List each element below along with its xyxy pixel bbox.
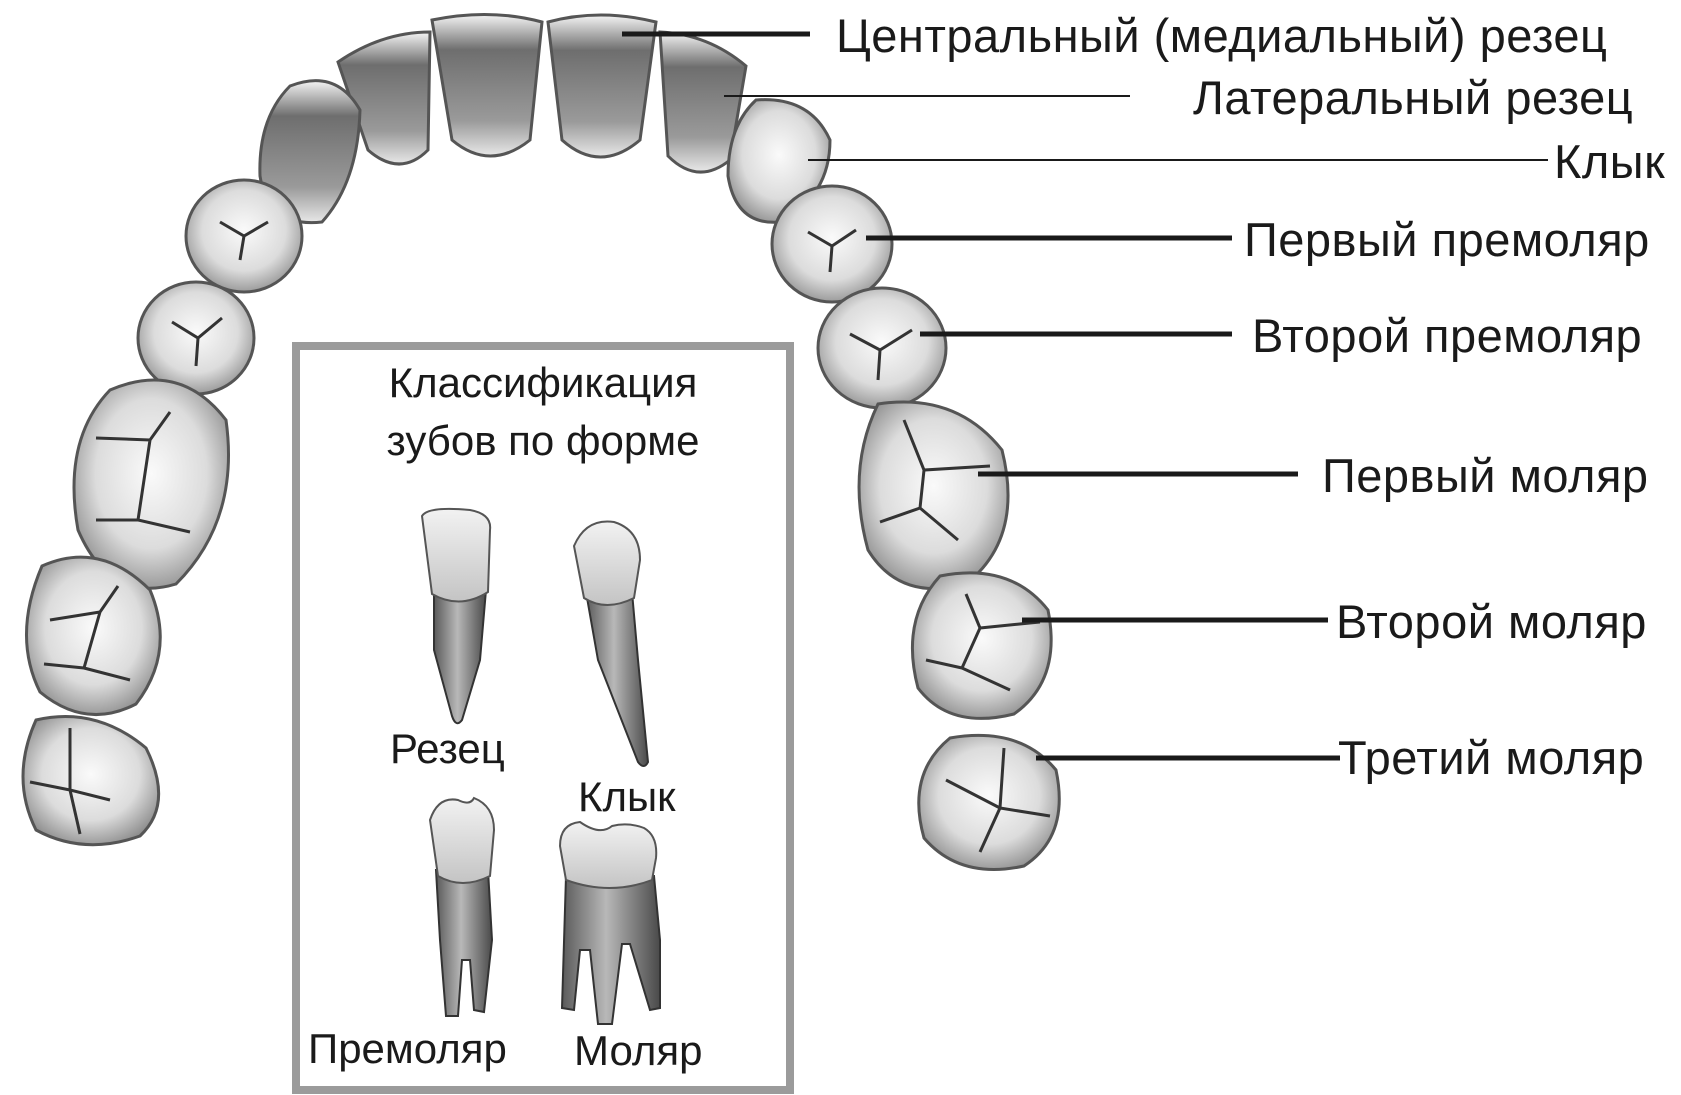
- label-lateral-incisor: Латеральный резец: [1193, 74, 1633, 121]
- premolar-label: Премоляр: [308, 1028, 507, 1070]
- molar-label: Моляр: [574, 1030, 703, 1072]
- label-second-molar: Второй моляр: [1336, 598, 1647, 645]
- canine-label: Клык: [578, 776, 676, 818]
- first-premolar-left: [186, 180, 302, 292]
- central-incisor-left: [432, 14, 542, 156]
- first-molar-right: [859, 402, 1008, 589]
- second-premolar-left: [138, 282, 254, 394]
- first-premolar-right: [772, 186, 892, 302]
- third-molar-left: [23, 717, 159, 845]
- panel-title-line1: Классификация: [300, 354, 786, 412]
- label-first-premolar: Первый премоляр: [1244, 216, 1650, 263]
- label-canine: Клык: [1554, 138, 1665, 185]
- label-second-premolar: Второй премоляр: [1252, 312, 1642, 359]
- panel-title-line2: зубов по форме: [300, 412, 786, 470]
- second-molar-left: [26, 557, 160, 714]
- second-premolar-right: [818, 288, 946, 408]
- label-central-incisor: Центральный (медиальный) резец: [836, 12, 1607, 59]
- molar-tooth-illustration: [560, 822, 660, 1024]
- second-molar-right: [912, 573, 1051, 719]
- incisor-label: Резец: [390, 728, 505, 770]
- first-molar-left: [74, 380, 229, 588]
- label-first-molar: Первый моляр: [1322, 452, 1649, 499]
- label-third-molar: Третий моляр: [1338, 734, 1644, 781]
